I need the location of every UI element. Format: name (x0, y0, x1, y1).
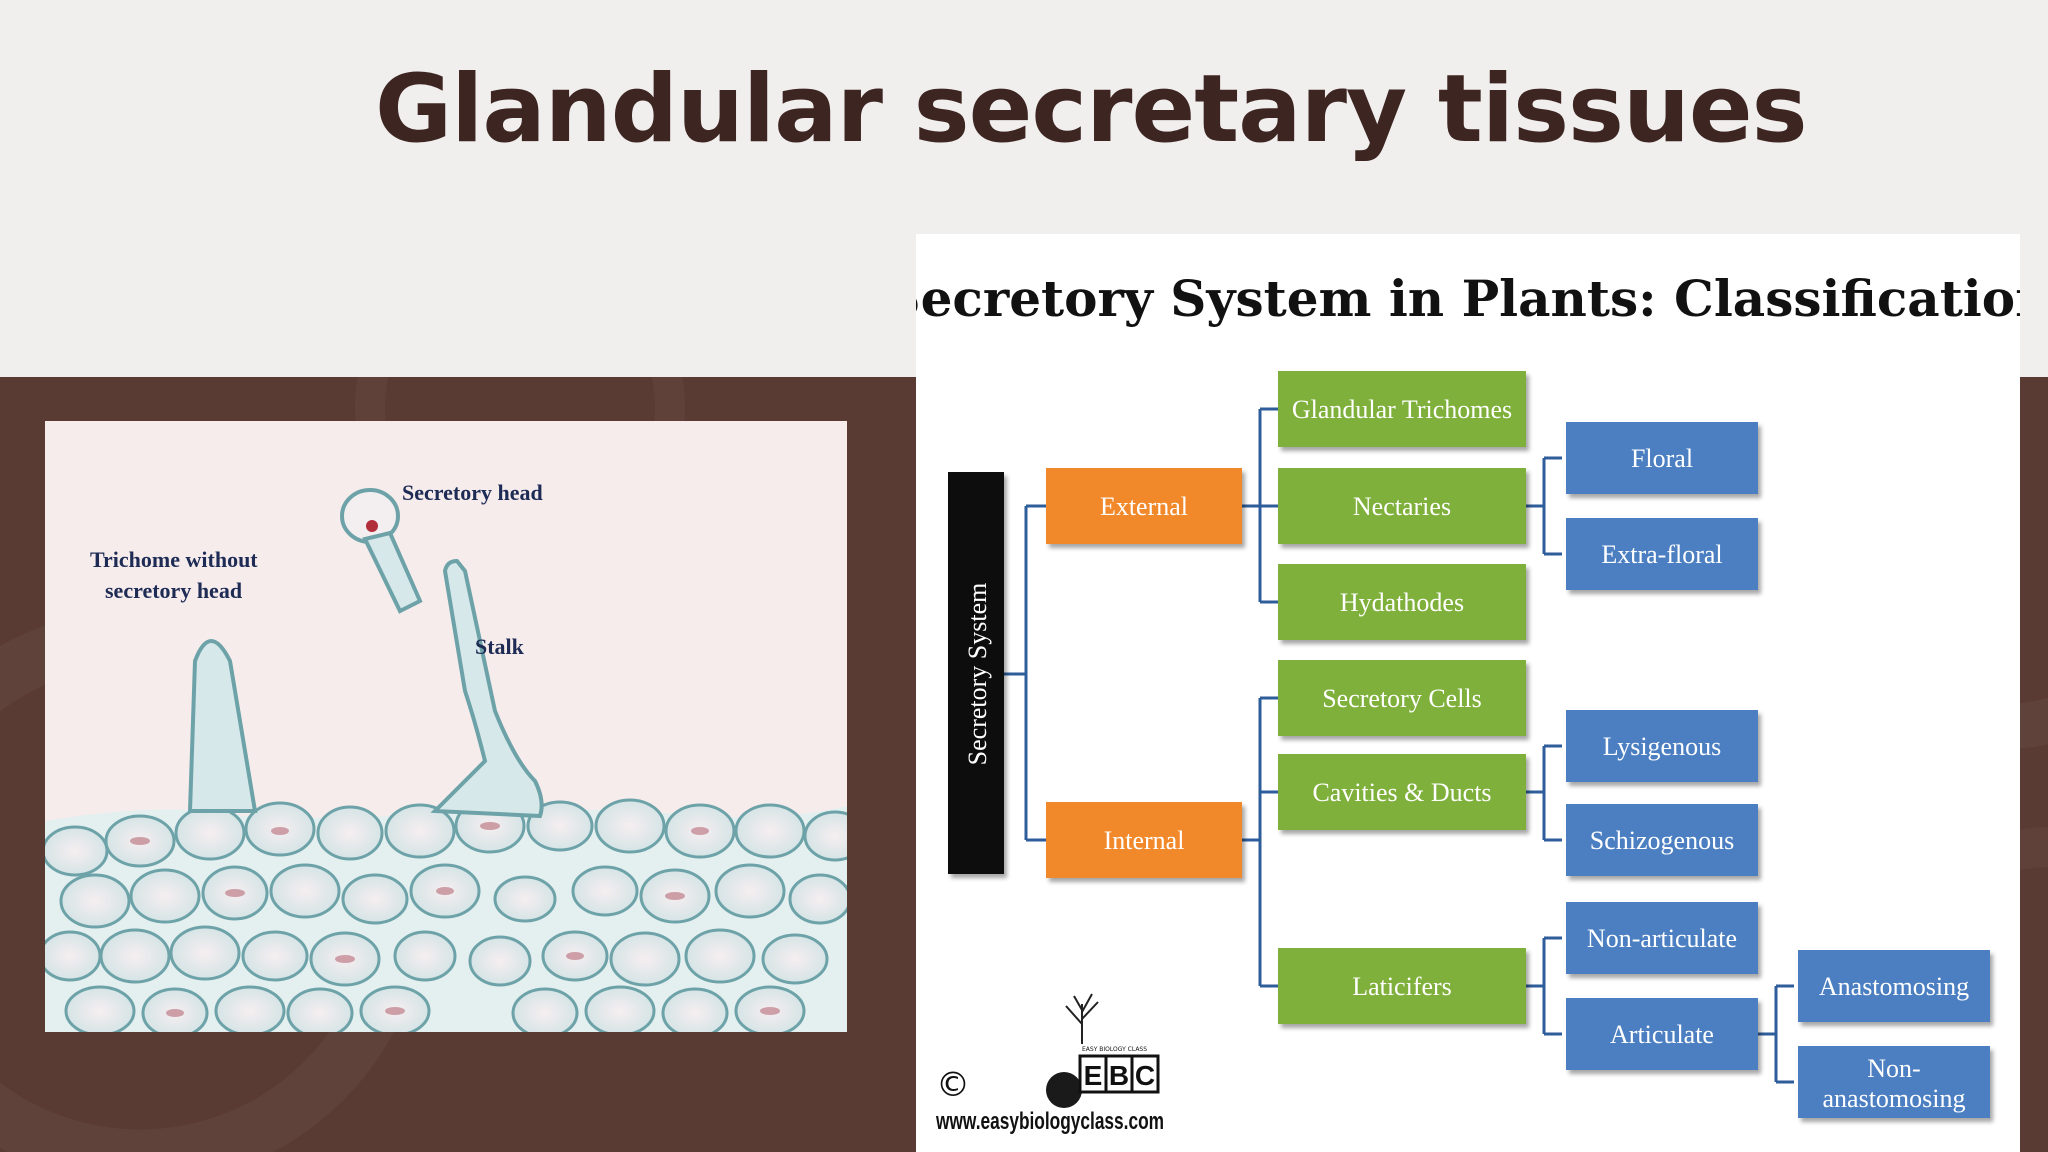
label-non-anastomosing-line1: Non- (1867, 1054, 1920, 1083)
node-articulate (1566, 998, 1758, 1070)
node-extra-floral (1566, 518, 1758, 590)
node-anastomosing (1798, 950, 1990, 1022)
classification-diagram: Secretory System in Plants: Classificati… (916, 269, 2020, 1135)
copyright-icon: © (936, 1065, 970, 1105)
node-lysigenous (1566, 710, 1758, 782)
label-secretory-head: Secretory head (402, 480, 543, 505)
node-cavities-ducts (1278, 754, 1526, 830)
root-label: Secretory System (963, 583, 992, 766)
label-external: External (1100, 492, 1188, 521)
node-non-articulate (1566, 902, 1758, 974)
label-glandular-trichomes: Glandular Trichomes (1292, 395, 1512, 424)
classification-title: Secretory System in Plants: Classificati… (916, 269, 2020, 328)
logo-tagline: EASY BIOLOGY CLASS (1082, 1046, 1147, 1053)
logo-letter-b: B (1109, 1060, 1129, 1091)
connector-lines (972, 407, 1794, 1084)
slide-title: Glandular secretary tissues (375, 55, 1808, 164)
node-hydathodes (1278, 564, 1526, 640)
trichome-micrograph: Secretory head Trichome without secretor… (45, 421, 847, 1032)
node-schizogenous (1566, 804, 1758, 876)
node-glandular-trichomes (1278, 371, 1526, 447)
node-internal (1046, 802, 1242, 878)
label-trichome-line1: Trichome without (90, 547, 258, 572)
label-trichome-line2: secretory head (105, 578, 242, 603)
micrograph-drawing: Secretory head Trichome without secretor… (45, 421, 847, 1032)
label-stalk: Stalk (475, 634, 525, 659)
logo-url: www.easybiologyclass.com (935, 1108, 1164, 1135)
label-anastomosing: Anastomosing (1819, 972, 1969, 1001)
logo-letter-c: C (1135, 1060, 1155, 1091)
apple-icon (1046, 1072, 1082, 1108)
label-cavities-ducts: Cavities & Ducts (1312, 778, 1491, 807)
classification-chart: Secretory System in Plants: Classificati… (916, 234, 2020, 1152)
ebc-logo: © EASY BIOLOGY CLASS E B C www.easybiolo… (935, 993, 1164, 1135)
node-laticifers (1278, 948, 1526, 1024)
label-extra-floral: Extra-floral (1601, 540, 1722, 569)
node-external (1046, 468, 1242, 544)
label-secretory-cells: Secretory Cells (1322, 684, 1482, 713)
label-non-articulate: Non-articulate (1587, 924, 1737, 953)
label-non-anastomosing-line2: anastomosing (1823, 1084, 1966, 1113)
label-hydathodes: Hydathodes (1340, 588, 1464, 617)
label-floral: Floral (1631, 444, 1693, 473)
label-laticifers: Laticifers (1352, 972, 1452, 1001)
label-schizogenous: Schizogenous (1590, 826, 1734, 855)
label-nectaries: Nectaries (1353, 492, 1451, 521)
root-node: Secretory System (948, 472, 1004, 874)
label-lysigenous: Lysigenous (1603, 732, 1721, 761)
label-internal: Internal (1104, 826, 1185, 855)
node-non-anastomosing (1798, 1046, 1990, 1118)
node-nectaries (1278, 468, 1526, 544)
label-articulate: Articulate (1610, 1020, 1714, 1049)
node-secretory-cells (1278, 660, 1526, 736)
node-floral (1566, 422, 1758, 494)
tree-icon (1065, 993, 1099, 1044)
logo-letter-e: E (1084, 1060, 1103, 1091)
